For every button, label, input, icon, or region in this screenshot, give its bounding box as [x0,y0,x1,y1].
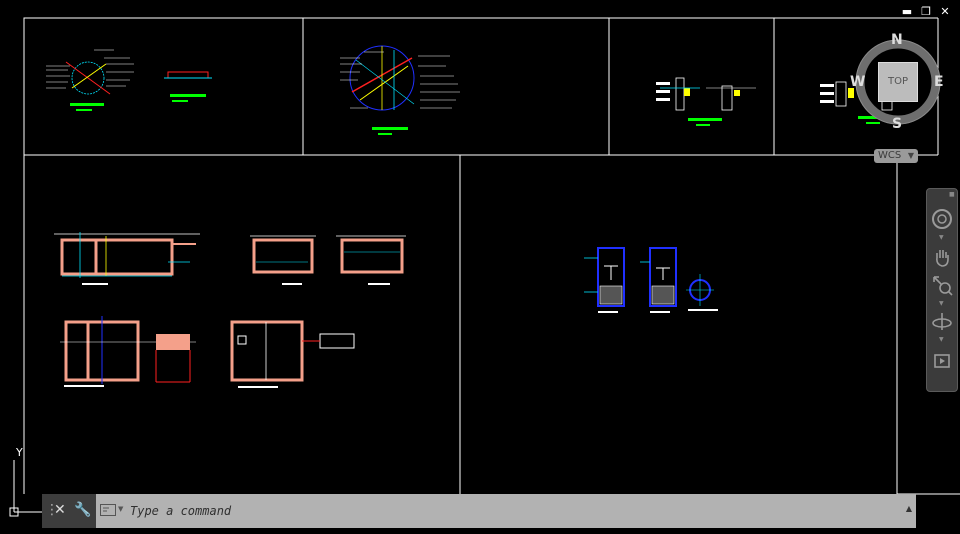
wcs-menu[interactable]: WCS ▼ [874,149,918,163]
minimize-icon: ▬ [901,5,913,18]
restore-button[interactable]: ❐ [919,5,933,19]
layout-borders [23,17,960,495]
close-icon: ✕ [940,5,950,18]
close-icon[interactable]: ✕ [54,502,66,518]
detail-section-c [656,77,756,126]
restore-icon: ❐ [921,5,931,18]
wrench-icon[interactable]: 🔧 [74,502,92,518]
command-line: ▼ ▲ [96,494,916,528]
pan-button[interactable] [930,245,954,269]
compass-west[interactable]: W [850,74,866,90]
chevron-down-icon[interactable]: ▼ [939,336,944,343]
viewcube-face-label: TOP [887,76,908,87]
zoom-button[interactable] [930,273,954,297]
chevron-down-icon[interactable]: ▼ [939,300,944,307]
command-line-handle[interactable]: ⋮ ✕ 🔧 [42,494,96,528]
detail-section-b [340,45,460,135]
manhole-sections [584,247,718,313]
close-button[interactable]: ✕ [938,5,952,19]
minimize-button[interactable]: ▬ [900,5,914,19]
orbit-icon [932,313,952,330]
command-prompt-icon[interactable] [100,504,116,516]
viewcube-top-face[interactable]: TOP [878,62,918,102]
zoom-extents-icon [933,276,953,296]
hand-icon [936,250,949,267]
showmotion-button[interactable] [930,349,954,373]
compass-south[interactable]: S [892,116,903,132]
wcs-label: WCS [878,150,902,161]
steering-wheel-icon [932,209,952,229]
showmotion-icon [934,354,950,368]
compass-ring[interactable] [852,36,944,136]
chevron-down-icon: ▼ [907,151,914,160]
chevron-down-icon[interactable]: ▼ [939,234,944,241]
detail-section-a [46,49,212,111]
command-input[interactable] [130,503,870,519]
drag-handle-icon[interactable]: ⋮ [45,502,59,518]
navigation-bar: ■ ▼ ▼ ▼ [926,188,958,392]
compass-east[interactable]: E [934,74,944,90]
orbit-button[interactable] [930,309,954,333]
compass-north[interactable]: N [891,32,903,48]
tank-sections [54,232,406,388]
viewcube[interactable]: TOP N S E W [850,32,944,136]
chevron-up-icon[interactable]: ▲ [905,504,912,513]
ucs-y-label: Y [16,446,23,459]
navbar-close-icon[interactable]: ■ [949,191,955,198]
steering-wheel-button[interactable] [930,207,954,231]
chevron-down-icon[interactable]: ▼ [118,505,124,513]
